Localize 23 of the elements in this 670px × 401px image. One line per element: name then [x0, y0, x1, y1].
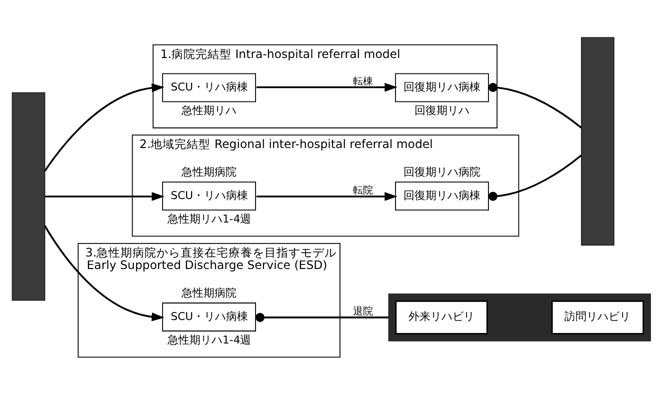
edge-label: 転棟	[352, 76, 373, 87]
node-box: 外来リハビリ	[395, 300, 488, 334]
node-label: 回復期リハ	[414, 103, 470, 116]
arrow	[44, 192, 164, 200]
connector	[488, 154, 582, 200]
node-label: 急性期病院	[182, 286, 237, 299]
node-box: 訪問リハビリ	[551, 300, 644, 334]
node-bar	[12, 92, 46, 300]
arrow	[44, 82, 164, 171]
node-label: 急性期リハ	[182, 103, 237, 116]
edge-label: 退院	[352, 306, 373, 318]
arrow	[256, 82, 398, 92]
node-label: 急性期病院	[182, 164, 237, 178]
edge-label: 転院	[352, 185, 373, 196]
node-label: 急性期リハ1-4週	[168, 212, 252, 225]
arrow	[44, 224, 164, 321]
connector	[488, 82, 582, 128]
arrow	[256, 192, 398, 200]
cluster	[388, 293, 651, 341]
connector	[256, 312, 389, 322]
node-label: 急性期リハ1-4週	[168, 332, 252, 346]
node-label: 回復期リハ病院	[404, 164, 481, 178]
node-bar	[580, 36, 614, 246]
